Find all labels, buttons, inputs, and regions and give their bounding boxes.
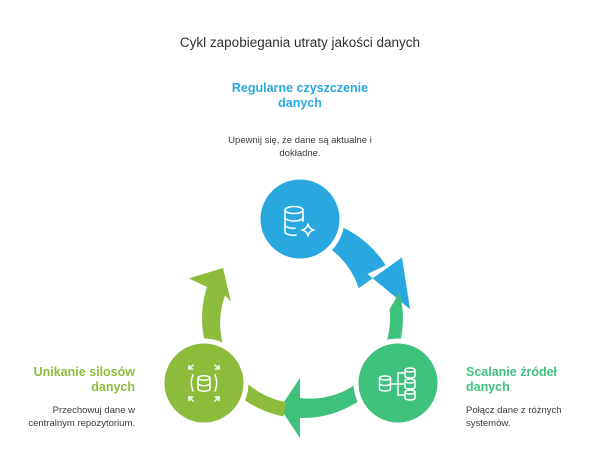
stage-node-cleaning	[255, 174, 345, 264]
stage-title-merging: Scalanie źródeł danych	[466, 365, 558, 394]
database-merge-icon	[378, 367, 416, 401]
database-sparkle-icon	[284, 205, 315, 237]
arc-silos-to-cleaning	[188, 268, 287, 417]
stage-title-silos: Unikanie silosów danych	[33, 365, 135, 394]
stage-description-cleaning: Upewnij się, że dane są aktualne i dokła…	[228, 135, 372, 159]
stage-description-silos: Przechowuj dane w centralnym repozytoriu…	[28, 405, 135, 429]
database-expand-icon	[188, 364, 220, 402]
stage-node-silos	[159, 338, 249, 428]
stage-node-merging	[353, 338, 443, 428]
stage-title-cleaning: Regularne czyszczenie danych	[231, 81, 369, 110]
diagram-title: Cykl zapobiegania utraty jakości danych	[179, 35, 421, 50]
arc-merging-to-silos	[280, 292, 403, 438]
stage-description-merging: Połącz dane z różnych systemów.	[466, 405, 562, 429]
